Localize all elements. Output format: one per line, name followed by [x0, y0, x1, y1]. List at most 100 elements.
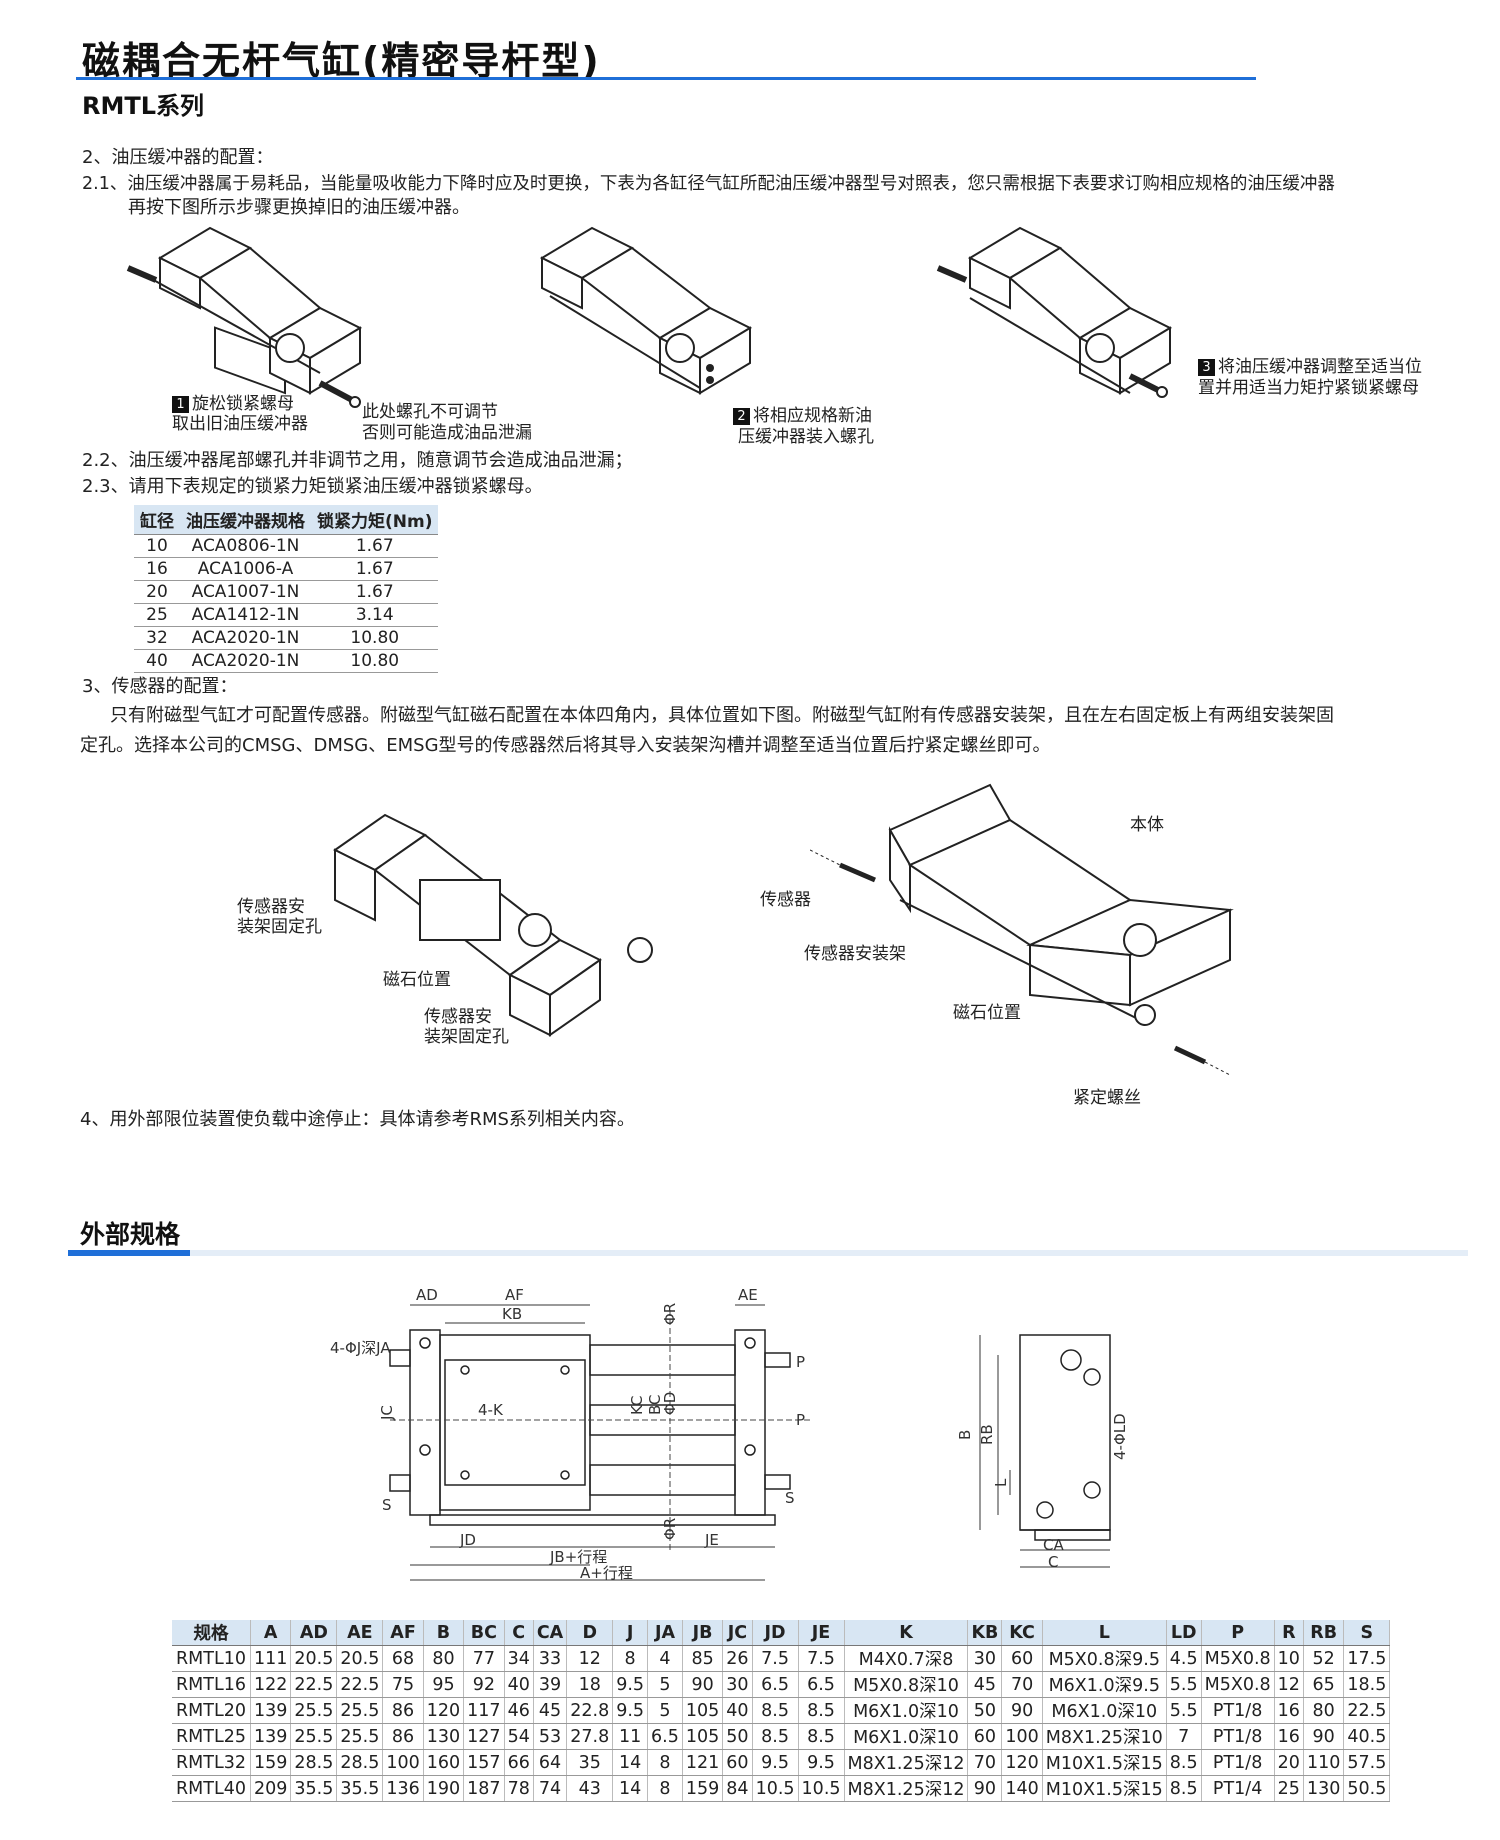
- table-cell: 1.67: [311, 534, 439, 558]
- table-cell: 70: [967, 1749, 1003, 1776]
- table-cell: 190: [423, 1775, 465, 1802]
- dim-ad: AD: [416, 1286, 438, 1304]
- magnet-label-1: 磁石位置: [383, 970, 451, 990]
- table-header: A: [250, 1620, 292, 1646]
- table-cell: 4: [647, 1645, 683, 1672]
- table-cell: 12: [566, 1645, 614, 1672]
- dim-rb: RB: [978, 1424, 996, 1445]
- table-cell: M8X1.25深12: [844, 1749, 969, 1776]
- table-cell: 35.5: [290, 1775, 338, 1802]
- table-cell: 120: [423, 1697, 465, 1724]
- table-cell: 6.5: [752, 1671, 799, 1698]
- table-cell: 25.5: [290, 1723, 338, 1750]
- table-cell: M6X1.0深10: [1042, 1697, 1167, 1724]
- section-divider: [68, 1250, 1468, 1256]
- table-cell: 120: [1001, 1749, 1043, 1776]
- table-cell: 10.80: [311, 626, 439, 650]
- table-cell: M6X1.0深9.5: [1042, 1671, 1167, 1698]
- table-cell: PT1/8: [1201, 1749, 1275, 1776]
- table-cell: 10: [1274, 1645, 1304, 1672]
- table-header: CA: [533, 1620, 568, 1646]
- bracket-hole-label-1a: 传感器安: [237, 897, 305, 917]
- table-cell: ACA1007-1N: [180, 580, 311, 604]
- dim-ca: CA: [1043, 1536, 1064, 1554]
- section4-text: 4、用外部限位装置使负载中途停止：具体请参考RMS系列相关内容。: [80, 1109, 635, 1130]
- table-header: JD: [752, 1620, 799, 1646]
- cylinder-illustration-3: [936, 226, 1173, 398]
- dim-phir-bottom: ΦR: [661, 1518, 679, 1540]
- table-cell: 40.5: [1343, 1723, 1391, 1750]
- table-cell: 84: [722, 1775, 753, 1802]
- table-header: S: [1343, 1620, 1391, 1646]
- table-cell: 86: [382, 1723, 424, 1750]
- table-cell: 50: [722, 1723, 753, 1750]
- table-cell: M6X1.0深10: [844, 1723, 969, 1750]
- table-cell: 14: [612, 1775, 649, 1802]
- table-cell: 105: [682, 1697, 724, 1724]
- section2-heading: 2、油压缓冲器的配置：: [82, 147, 274, 168]
- table-cell: 45: [967, 1671, 1003, 1698]
- table-cell: 45: [533, 1697, 568, 1724]
- hole-note-a: 此处螺孔不可调节: [362, 402, 498, 422]
- title-divider: [76, 77, 1256, 80]
- section2-p2: 2.2、油压缓冲器尾部螺孔并非调节之用，随意调节会造成油品泄漏；: [82, 450, 633, 471]
- dim-k: 4-K: [478, 1401, 504, 1419]
- table-cell: 90: [967, 1775, 1003, 1802]
- table-cell: 5: [647, 1697, 683, 1724]
- bracket-hole-label-2b: 装架固定孔: [424, 1027, 509, 1047]
- table-cell: M10X1.5深15: [1042, 1775, 1167, 1802]
- table-cell: 77: [463, 1645, 505, 1672]
- table-cell: 60: [967, 1723, 1003, 1750]
- section2-p1-line2: 再按下图所示步骤更换掉旧的油压缓冲器。: [128, 197, 470, 218]
- table-cell: 5: [647, 1671, 683, 1698]
- dim-jc: JC: [378, 1405, 396, 1421]
- set-screw-label: 紧定螺丝: [1073, 1088, 1141, 1108]
- table-cell: 16: [1274, 1697, 1304, 1724]
- table-cell: 20.5: [336, 1645, 384, 1672]
- table-cell: 90: [682, 1671, 724, 1698]
- table-cell: 111: [250, 1645, 292, 1672]
- table-cell: 39: [533, 1671, 568, 1698]
- bracket-hole-label-2a: 传感器安: [424, 1007, 492, 1027]
- dim-s-left: S: [382, 1496, 392, 1514]
- table-header: KC: [1001, 1620, 1043, 1646]
- dim-l: L: [992, 1478, 1010, 1487]
- table-header: JC: [722, 1620, 753, 1646]
- dim-p-mid: P: [796, 1411, 805, 1429]
- table-cell: 11: [612, 1723, 649, 1750]
- table-cell: 78: [504, 1775, 534, 1802]
- dim-phir-top: ΦR: [661, 1303, 679, 1325]
- table-header: JE: [798, 1620, 845, 1646]
- table-cell: 40: [134, 649, 180, 673]
- table-cell: 7: [1166, 1723, 1202, 1750]
- table-cell: 95: [423, 1671, 465, 1698]
- dim-c: C: [1048, 1553, 1058, 1571]
- dim-ld: 4-ΦLD: [1111, 1413, 1129, 1460]
- table-cell: M5X0.8: [1201, 1671, 1275, 1698]
- table-cell: PT1/8: [1201, 1723, 1275, 1750]
- section3-line1: 只有附磁型气缸才可配置传感器。附磁型气缸磁石配置在本体四角内，具体位置如下图。附…: [110, 705, 1334, 726]
- table-cell: 121: [682, 1749, 724, 1776]
- table-cell: RMTL25: [172, 1723, 251, 1750]
- table-cell: M5X0.8: [1201, 1645, 1275, 1672]
- table-cell: 9.5: [798, 1749, 845, 1776]
- table-cell: 46: [504, 1697, 534, 1724]
- table-header: C: [504, 1620, 534, 1646]
- table-cell: 9.5: [612, 1671, 649, 1698]
- bracket-hole-label-1b: 装架固定孔: [237, 917, 322, 937]
- table-header: AE: [336, 1620, 384, 1646]
- table-cell: 90: [1303, 1723, 1345, 1750]
- table-header: L: [1042, 1620, 1167, 1646]
- table-header: AD: [290, 1620, 338, 1646]
- section3-heading: 3、传感器的配置：: [82, 676, 238, 697]
- table-cell: ACA2020-1N: [180, 649, 311, 673]
- table-header: 锁紧力矩(Nm): [311, 505, 439, 535]
- table-cell: 105: [682, 1723, 724, 1750]
- table-cell: 127: [463, 1723, 505, 1750]
